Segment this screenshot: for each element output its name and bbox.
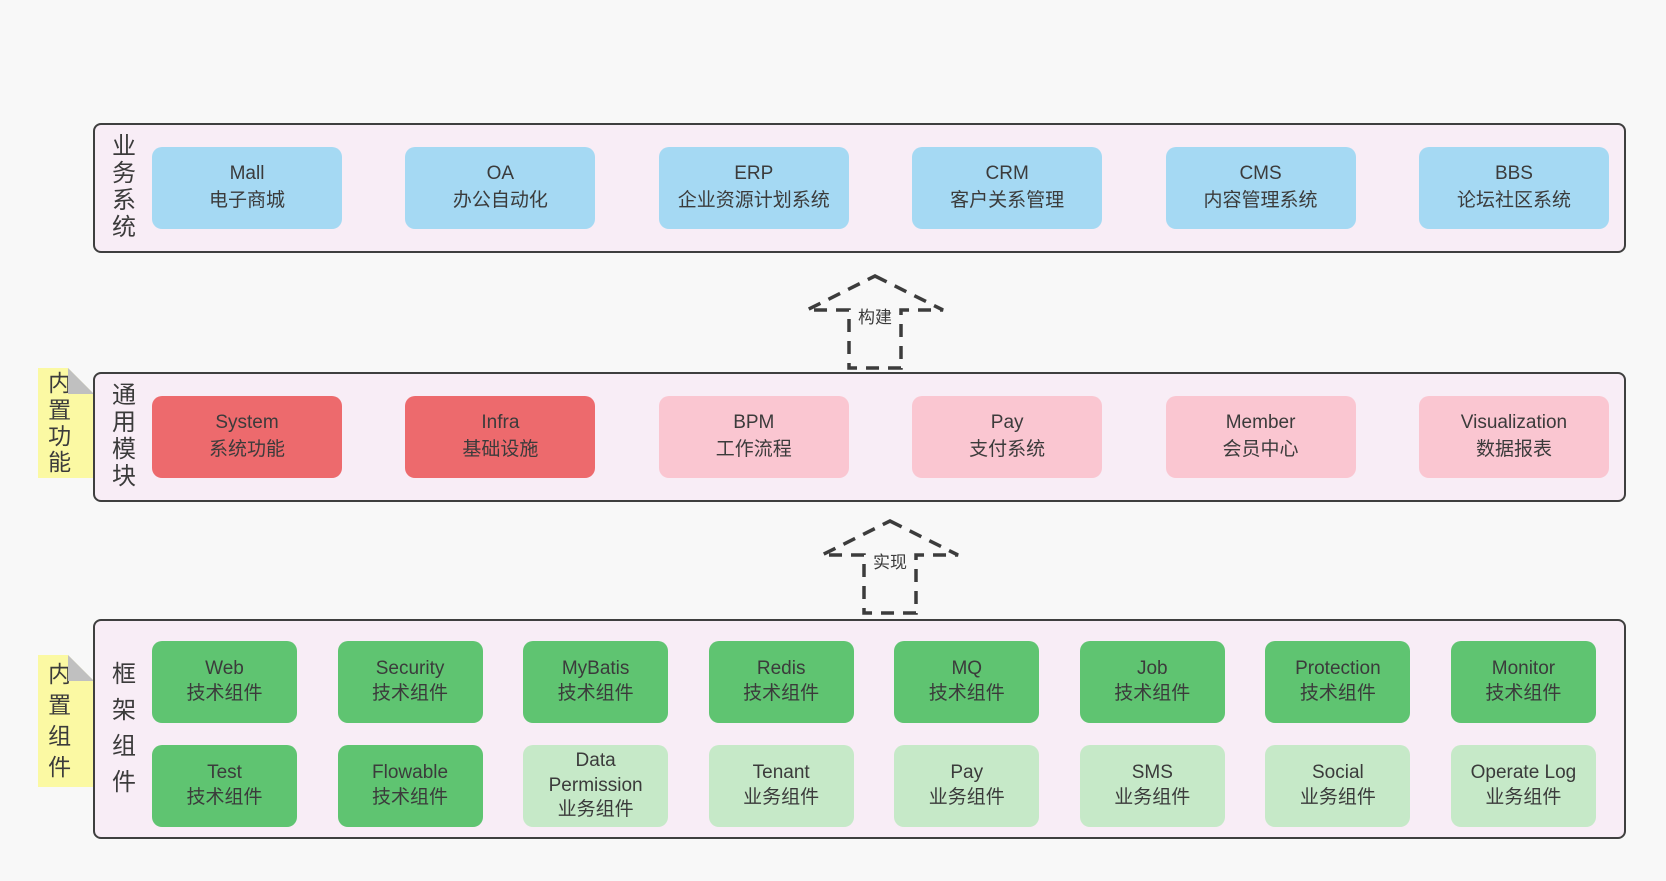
sticky-note-builtin-features: 内置功能 <box>38 368 94 478</box>
box-infra: Infra 基础设施 <box>405 396 596 478</box>
arrow-implement-label: 实现 <box>868 547 912 574</box>
band-framework-components: 框架组件 Web 技术组件 Security 技术组件 MyBatis 技术组件… <box>93 619 1626 839</box>
box-member: Member 会员中心 <box>1165 396 1356 478</box>
box-redis: Redis 技术组件 <box>708 641 854 723</box>
box-protection: Protection 技术组件 <box>1265 641 1411 723</box>
sticky-note-label: 内置功能 <box>48 370 72 476</box>
modules-box-row: System 系统功能 Infra 基础设施 BPM 工作流程 Pay 支付系统… <box>152 374 1609 500</box>
band-business-label: 业务系统 <box>112 133 136 241</box>
sticky-note-label: 内置组件 <box>48 660 72 781</box>
components-rows: Web 技术组件 Security 技术组件 MyBatis 技术组件 Redi… <box>152 641 1596 827</box>
box-web: Web 技术组件 <box>152 641 297 723</box>
box-crm: CRM 客户关系管理 <box>912 147 1103 229</box>
box-system: System 系统功能 <box>152 396 342 478</box>
box-cms: CMS 内容管理系统 <box>1165 147 1356 229</box>
box-job: Job 技术组件 <box>1079 641 1225 723</box>
box-data-permission: Data Permission 业务组件 <box>523 745 669 827</box>
box-mall: Mall 电子商城 <box>152 147 342 229</box>
box-monitor: Monitor 技术组件 <box>1450 641 1596 723</box>
box-operate-log: Operate Log 业务组件 <box>1450 745 1596 827</box>
box-erp: ERP 企业资源计划系统 <box>658 147 849 229</box>
box-oa: OA 办公自动化 <box>405 147 596 229</box>
arrow-build: 构建 <box>805 272 945 372</box>
arrow-implement: 实现 <box>820 517 960 617</box>
box-tenant: Tenant 业务组件 <box>708 745 854 827</box>
band-business-systems: 业务系统 Mall 电子商城 OA 办公自动化 ERP 企业资源计划系统 CRM… <box>93 123 1626 253</box>
box-social: Social 业务组件 <box>1265 745 1411 827</box>
dashed-up-arrow-icon <box>821 519 959 615</box>
business-box-row: Mall 电子商城 OA 办公自动化 ERP 企业资源计划系统 CRM 客户关系… <box>152 125 1609 251</box>
components-row-2: Test 技术组件 Flowable 技术组件 Data Permission … <box>152 745 1596 827</box>
box-flowable: Flowable 技术组件 <box>337 745 483 827</box>
components-row-1: Web 技术组件 Security 技术组件 MyBatis 技术组件 Redi… <box>152 641 1596 723</box>
arrow-build-label: 构建 <box>853 302 897 329</box>
band-modules-label: 通用模块 <box>112 382 136 490</box>
box-pay-module: Pay 支付系统 <box>912 396 1103 478</box>
box-mybatis: MyBatis 技术组件 <box>523 641 669 723</box>
box-bbs: BBS 论坛社区系统 <box>1418 147 1609 229</box>
box-visualization: Visualization 数据报表 <box>1418 396 1609 478</box>
box-bpm: BPM 工作流程 <box>658 396 849 478</box>
band-components-label: 框架组件 <box>112 661 136 796</box>
box-security: Security 技术组件 <box>337 641 483 723</box>
box-test: Test 技术组件 <box>152 745 297 827</box>
box-pay-component: Pay 业务组件 <box>894 745 1040 827</box>
sticky-note-builtin-components: 内置组件 <box>38 655 94 787</box>
dashed-up-arrow-icon <box>806 274 944 370</box>
box-mq: MQ 技术组件 <box>894 641 1040 723</box>
box-sms: SMS 业务组件 <box>1079 745 1225 827</box>
band-common-modules: 通用模块 System 系统功能 Infra 基础设施 BPM 工作流程 Pay… <box>93 372 1626 502</box>
